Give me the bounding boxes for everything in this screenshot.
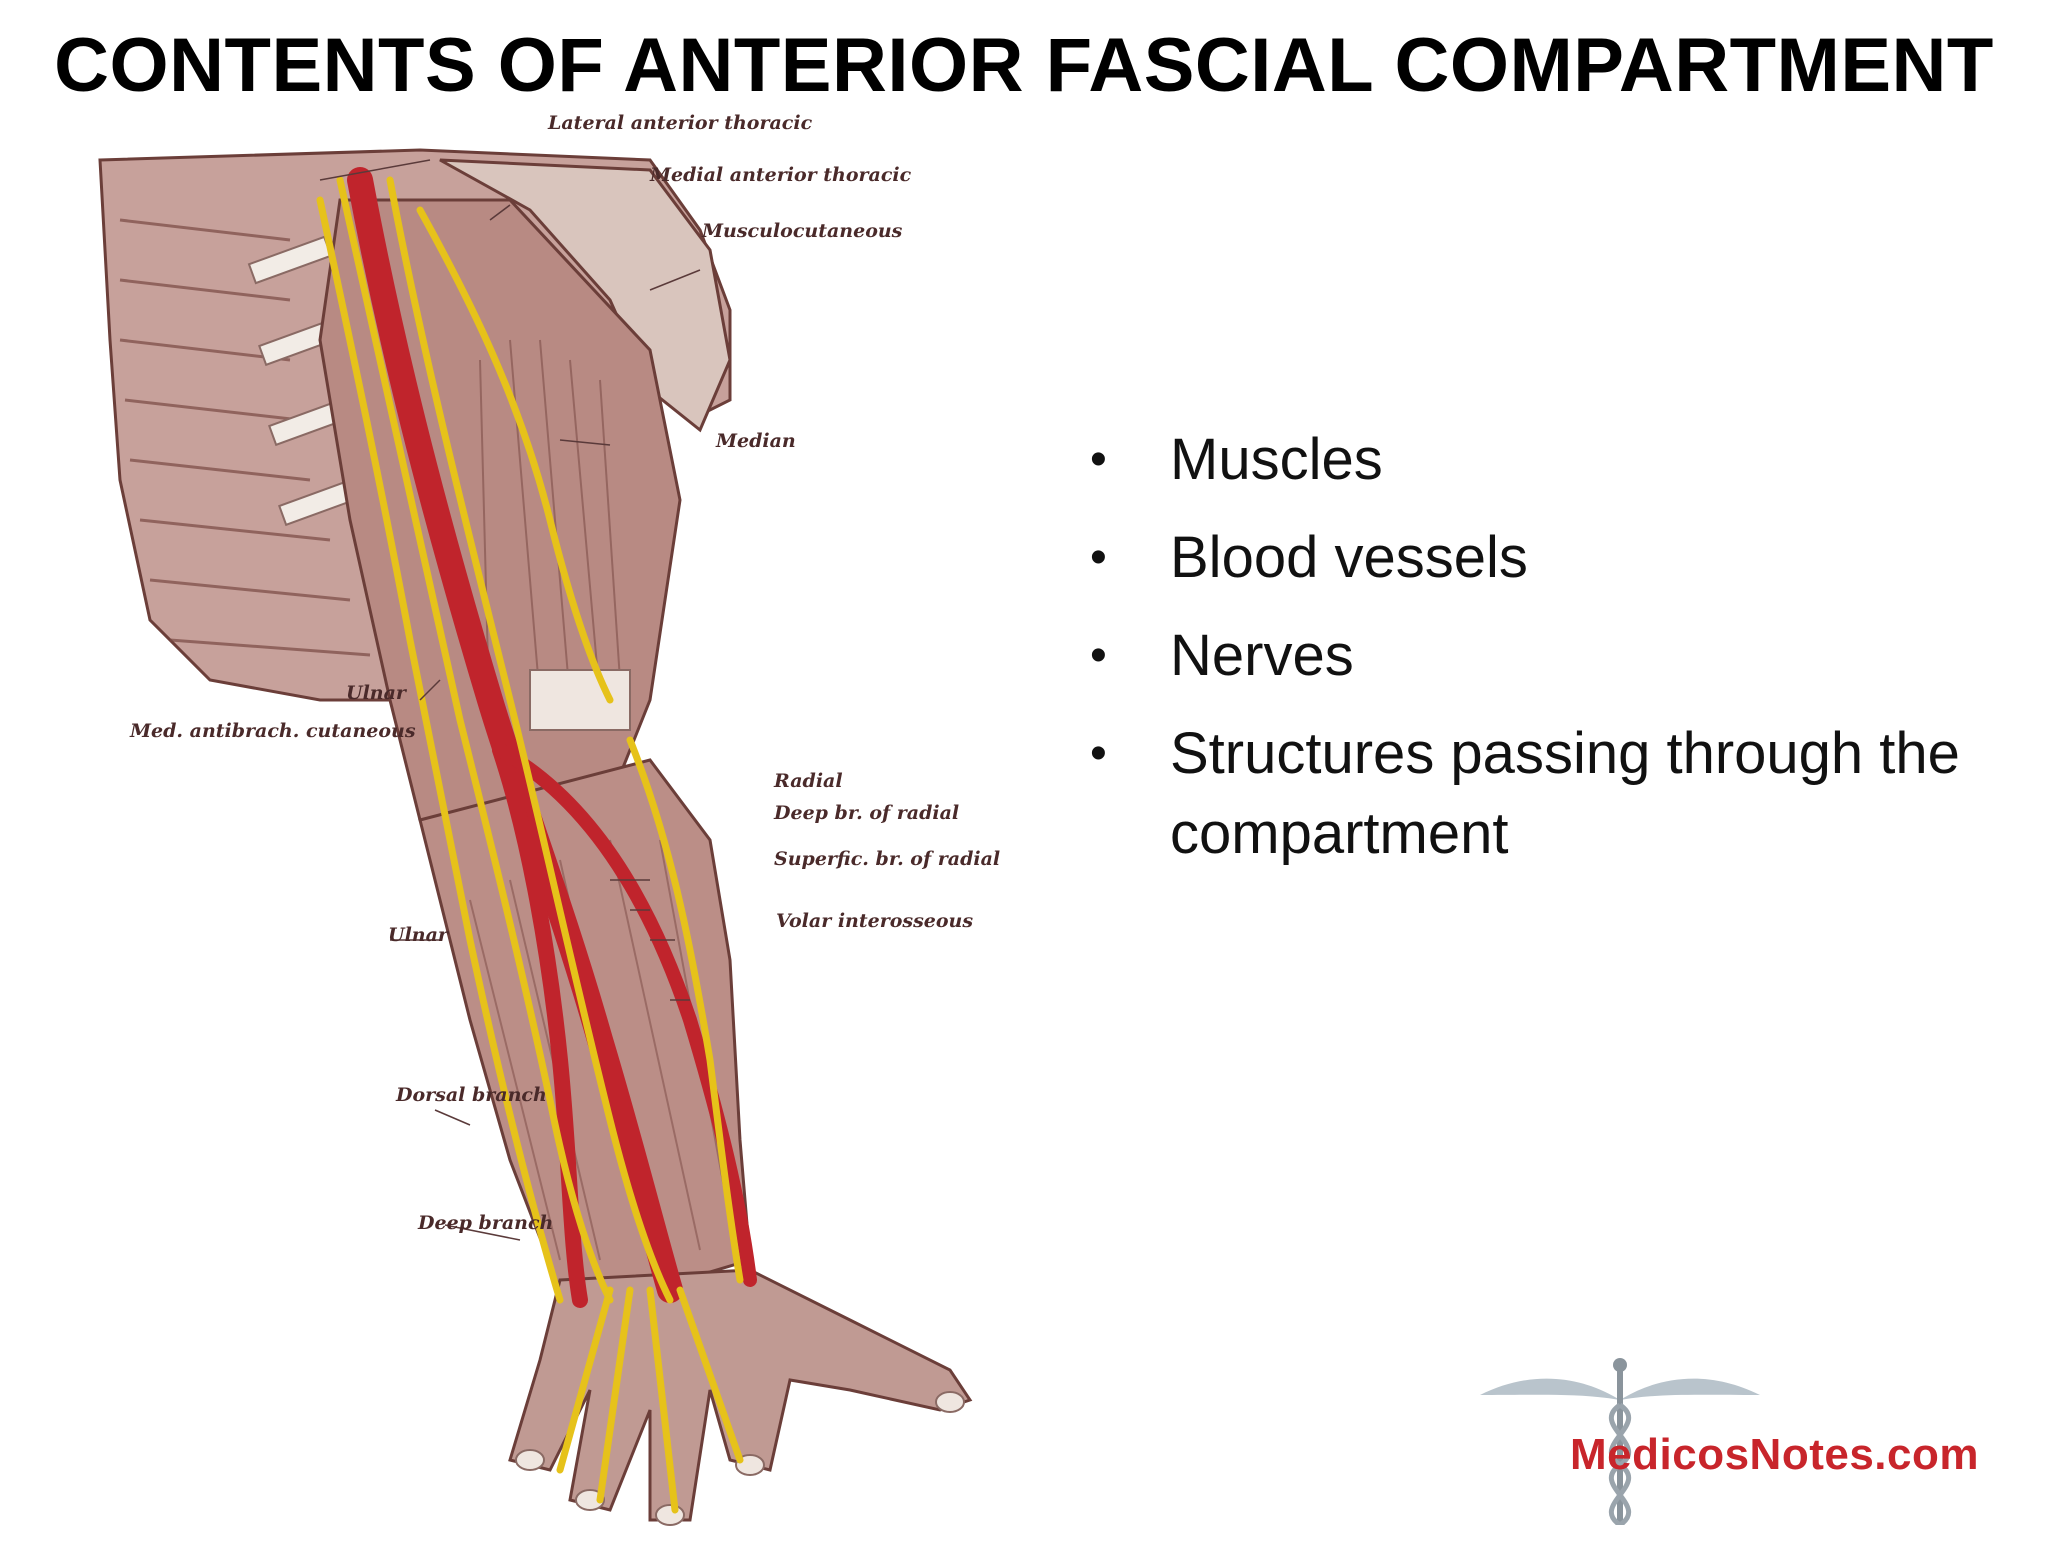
- content-bullet-list: • Muscles • Blood vessels • Nerves • Structu…: [1090, 420, 2040, 892]
- arm-anatomy-drawing: [98, 148, 973, 1526]
- logo-text: MedicosNotes.com: [1570, 1430, 1979, 1479]
- bullet-text: Muscles: [1170, 427, 1383, 492]
- label-deep-br-of-radial: Deep br. of radial: [774, 802, 960, 824]
- bullet-dot-icon: •: [1090, 531, 1107, 584]
- label-musculocutaneous: Musculocutaneous: [702, 220, 903, 242]
- label-median: Median: [716, 430, 796, 452]
- slide-title: CONTENTS OF ANTERIOR FASCIAL COMPARTMENT: [54, 23, 1994, 108]
- bullet-dot-icon: •: [1090, 727, 1107, 780]
- bullet-item: • Structures passing through the compartm…: [1090, 714, 2040, 874]
- label-medial-anterior-thoracic: Medial anterior thoracic: [650, 164, 912, 186]
- bullet-dot-icon: •: [1090, 433, 1107, 486]
- label-volar-interosseous: Volar interosseous: [776, 910, 974, 932]
- label-radial: Radial: [774, 770, 843, 792]
- label-ulnar-lower: Ulnar: [388, 924, 448, 946]
- bullet-item: • Blood vessels: [1090, 518, 2040, 598]
- caduceus-logo-icon: [1470, 1355, 2030, 1528]
- label-med-antibrach-cutaneous: Med. antibrach. cutaneous: [130, 720, 416, 742]
- arm-anatomy-illustration: Lateral anterior thoracic Medial anterio…: [90, 112, 1050, 1536]
- label-lateral-anterior-thoracic: Lateral anterior thoracic: [548, 112, 813, 134]
- bullet-item: • Muscles: [1090, 420, 2040, 500]
- bullet-text: Nerves: [1170, 623, 1354, 688]
- label-dorsal-branch: Dorsal branch: [396, 1084, 547, 1106]
- label-ulnar-upper: Ulnar: [346, 682, 406, 704]
- bullet-dot-icon: •: [1090, 629, 1107, 682]
- bullet-item: • Nerves: [1090, 616, 2040, 696]
- label-superfic-br-of-radial: Superfic. br. of radial: [774, 848, 1001, 870]
- label-deep-branch: Deep branch: [418, 1212, 554, 1234]
- bullet-text: Structures passing through the compartme…: [1170, 721, 1960, 866]
- bullet-text: Blood vessels: [1170, 525, 1528, 590]
